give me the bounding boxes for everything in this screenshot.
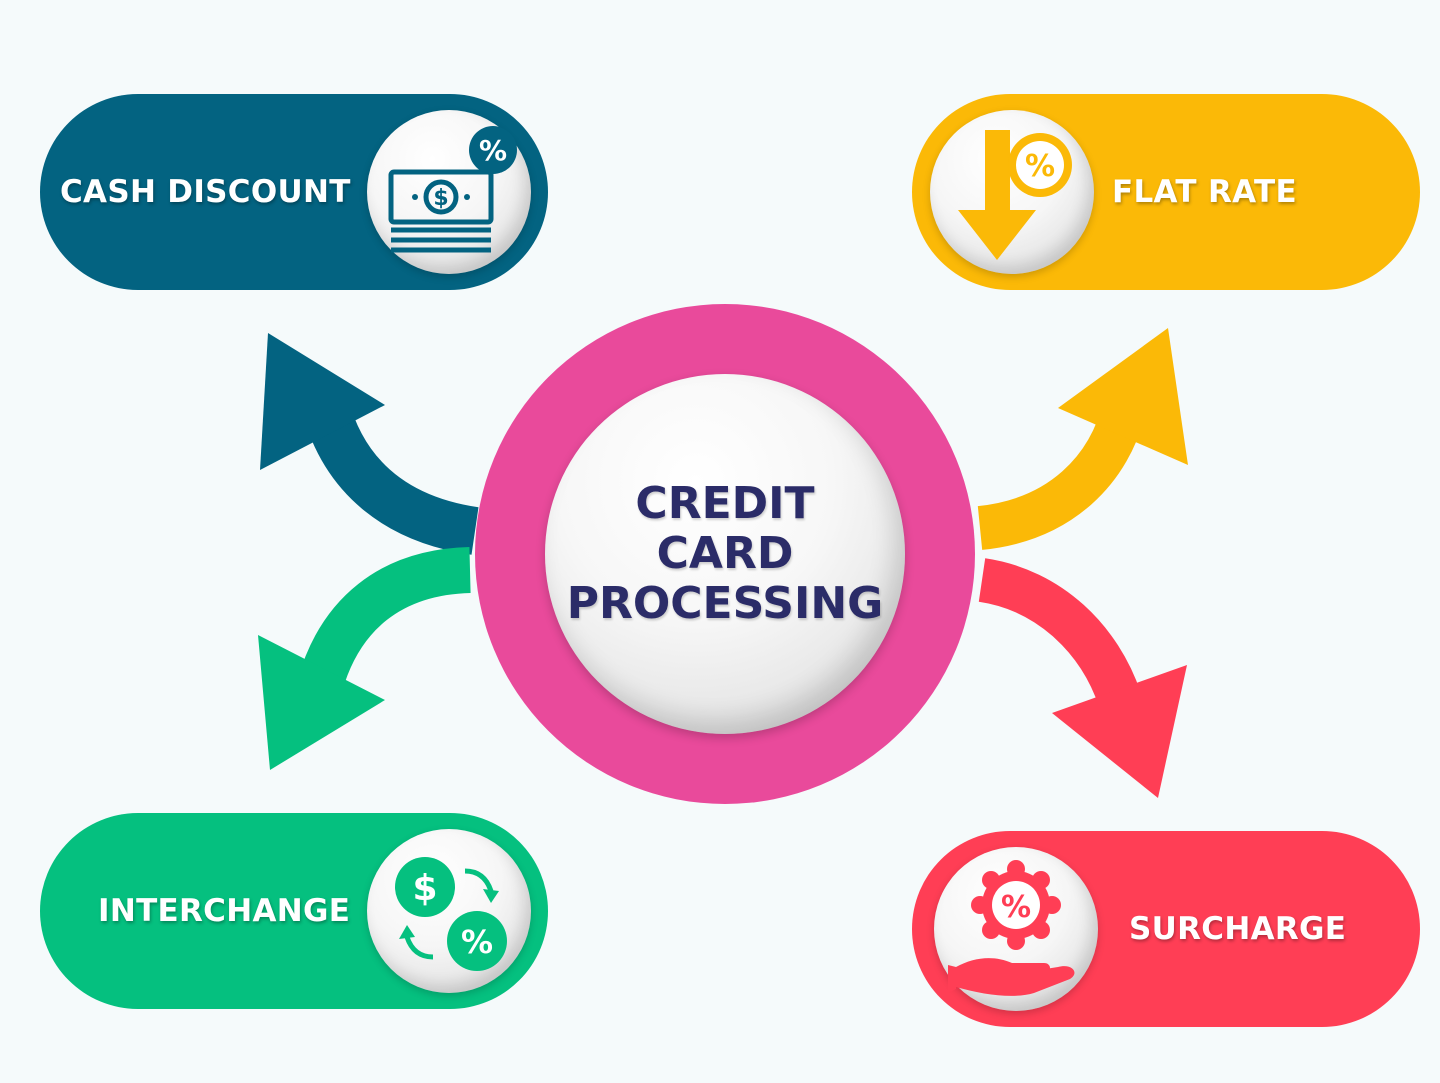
option-surcharge-label: SURCHARGE xyxy=(1129,911,1347,947)
arrow-to-cash-discount xyxy=(260,333,479,555)
cash-percent-icon: $ % xyxy=(367,110,531,274)
arrow-to-interchange xyxy=(258,547,472,770)
svg-text:%: % xyxy=(479,134,507,167)
svg-text:%: % xyxy=(1001,890,1031,925)
option-surcharge: % SURCHARGE xyxy=(912,831,1420,1027)
center-title: CREDIT CARD PROCESSING xyxy=(545,374,905,734)
option-flat-rate-label: FLAT RATE xyxy=(1112,174,1297,210)
hand-percent-badge-icon: % xyxy=(934,847,1098,1011)
option-interchange-label: INTERCHANGE xyxy=(98,893,351,929)
svg-text:$: $ xyxy=(412,868,437,909)
down-arrow-percent-icon: % xyxy=(930,110,1094,274)
svg-text:%: % xyxy=(1025,149,1055,184)
center-title-line2: CARD xyxy=(656,528,794,579)
center-title-line3: PROCESSING xyxy=(566,578,884,629)
center-title-line1: CREDIT xyxy=(635,478,815,529)
option-interchange: INTERCHANGE $ % xyxy=(40,813,548,1009)
arrow-to-flat-rate xyxy=(977,328,1188,550)
svg-text:$: $ xyxy=(433,186,448,211)
dollar-percent-exchange-icon: $ % xyxy=(367,829,531,993)
arrow-to-surcharge xyxy=(978,558,1187,798)
option-cash-discount: CASH DISCOUNT $ % xyxy=(40,94,548,290)
svg-text:%: % xyxy=(461,923,493,961)
center-ball xyxy=(545,374,905,734)
option-cash-discount-label: CASH DISCOUNT xyxy=(60,174,351,210)
option-flat-rate: % FLAT RATE xyxy=(912,94,1420,290)
